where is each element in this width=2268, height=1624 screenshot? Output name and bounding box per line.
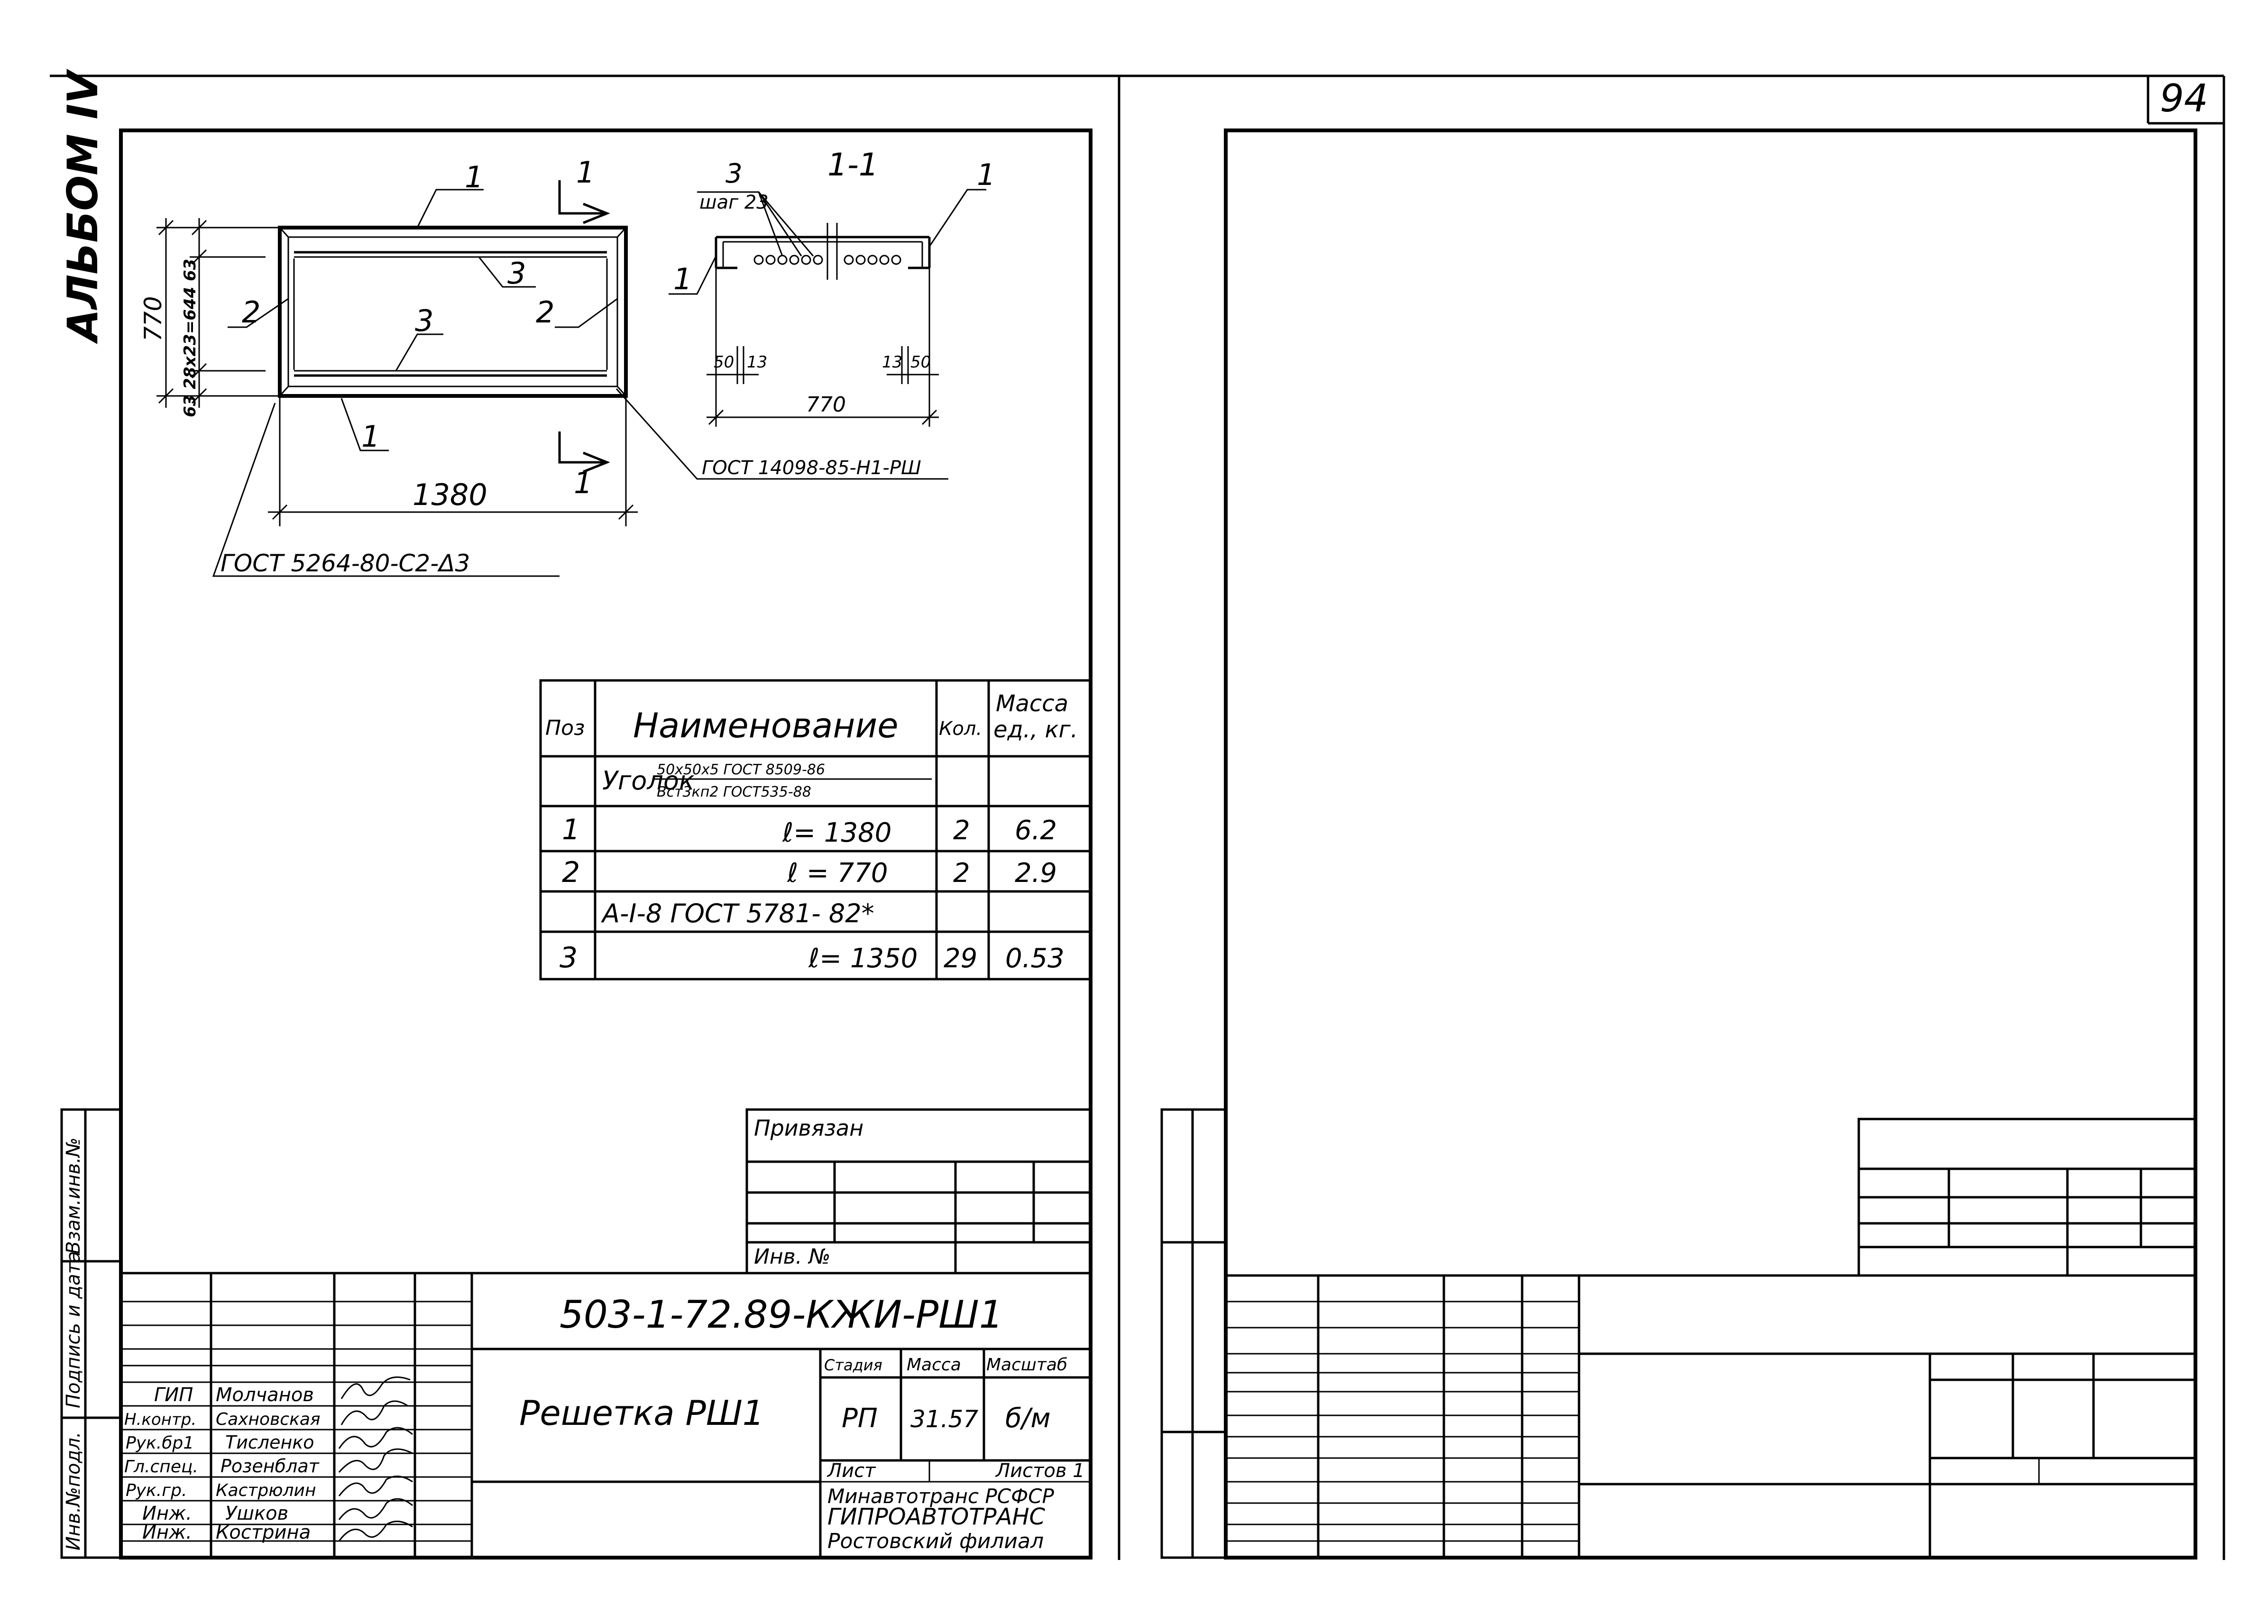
role-3: Гл.спец. — [124, 1457, 198, 1477]
spec-header-qty: Кол. — [939, 718, 982, 740]
plan-dim-height: 770 — [139, 296, 167, 341]
left-frame — [119, 128, 1093, 1560]
name-1: Сахновская — [216, 1410, 321, 1429]
side-stamp-vzam: Взам.инв.№ — [63, 1138, 84, 1254]
plan-pos2-right: 2 — [536, 295, 554, 330]
spec-row1-pos: 1 — [562, 813, 580, 846]
spec-group2-name: А-I-8 ГОСТ 5781- 82* — [601, 899, 874, 928]
spec-header-pos: Поз — [545, 716, 585, 740]
right-frame — [1160, 128, 2197, 1560]
spec-row2-qty: 2 — [953, 858, 970, 889]
section-title: 1-1 — [827, 147, 879, 183]
signature-2 — [340, 1400, 408, 1425]
spec-header-mass: Масса — [996, 690, 1068, 717]
signature-6 — [338, 1498, 413, 1520]
plan-pos1-bottom: 1 — [361, 419, 380, 454]
signature-3 — [338, 1427, 413, 1449]
signature-4 — [338, 1448, 413, 1473]
spec-group1-num: 50x50x5 ГОСТ 8509-86 — [657, 762, 825, 778]
scale-header: Масштаб — [986, 1355, 1067, 1375]
drawing-title: Решетка РШ1 — [519, 1393, 764, 1433]
section-dim-50-right: 50 — [910, 353, 931, 372]
side-stamp-inv-podl: Инв.№подл. — [63, 1431, 84, 1551]
name-3: Розенблат — [220, 1456, 320, 1477]
title-block — [119, 1272, 1092, 1559]
section-view — [669, 189, 986, 427]
mass-header: Масса — [907, 1355, 961, 1375]
plan-dim-side: 63 28x23=644 63 — [181, 259, 200, 417]
privyazan-label: Привязан — [754, 1115, 863, 1141]
scale-value: б/м — [1005, 1403, 1051, 1434]
spec-row2-name: ℓ = 770 — [787, 858, 888, 889]
name-4: Кастрюлин — [216, 1481, 316, 1500]
role-1: Н.контр. — [124, 1410, 196, 1429]
spec-row3-pos: 3 — [560, 941, 578, 974]
stage-value: РП — [842, 1403, 878, 1434]
spec-row1-qty: 2 — [953, 815, 970, 846]
mass-value: 31.57 — [910, 1405, 978, 1433]
section-dim-50-left: 50 — [714, 353, 734, 372]
spec-table — [539, 679, 1092, 981]
role-4: Рук.гр. — [126, 1481, 187, 1500]
role-2: Рук.бр1 — [126, 1433, 194, 1453]
spec-row1-name: ℓ= 1380 — [782, 817, 891, 848]
plan-dim-width: 1380 — [413, 477, 487, 512]
spec-row2-mass: 2.9 — [1015, 858, 1057, 889]
signature-1 — [340, 1376, 411, 1399]
section-pos3: 3 — [725, 158, 743, 189]
weld-note-left: ГОСТ 5264-80-С2-Δ3 — [220, 550, 470, 577]
section-dim-13-left: 13 — [747, 353, 767, 372]
section-step-note: шаг 23 — [699, 192, 769, 213]
spec-row3-qty: 29 — [944, 943, 977, 974]
section-dim-width: 770 — [806, 393, 846, 417]
name-0: Молчанов — [216, 1384, 314, 1406]
role-6: Инж. — [142, 1522, 192, 1543]
role-0: ГИП — [154, 1384, 193, 1406]
spec-row1-mass: 6.2 — [1015, 815, 1057, 846]
spec-group1-den: Вст3кп2 ГОСТ535-88 — [657, 784, 811, 800]
plan-pos3-bottom: 3 — [415, 303, 433, 338]
weld-note-right: ГОСТ 14098-85-Н1-РШ — [702, 457, 921, 479]
document-code: 503-1-72.89-КЖИ-РШ1 — [560, 1293, 1003, 1337]
spec-header-name: Наименование — [633, 706, 899, 745]
signature-7 — [338, 1521, 413, 1541]
section-dim-13-right: 13 — [882, 353, 902, 372]
side-stamp-podpis: Подпись и дата — [63, 1251, 84, 1408]
plan-pos2-left: 2 — [242, 295, 260, 330]
inv-no-label: Инв. № — [754, 1245, 830, 1269]
sheets-label: Листов 1 — [995, 1460, 1085, 1482]
album-label: АЛЬБОМ IV — [58, 69, 107, 344]
spec-row2-pos: 2 — [562, 856, 580, 889]
sheet-number: 94 — [2160, 76, 2208, 120]
name-5: Ушков — [225, 1503, 288, 1524]
plan-pos1-top: 1 — [465, 160, 483, 194]
signature-5 — [338, 1476, 413, 1496]
org-line3: Ростовский филиал — [827, 1529, 1044, 1553]
plan-pos3-top: 3 — [507, 256, 526, 291]
org-line2: ГИПРОАВТОТРАНС — [827, 1504, 1046, 1530]
section-mark-top: 1 — [576, 155, 595, 190]
section-pos1-left: 1 — [673, 262, 692, 296]
spec-row3-name: ℓ= 1350 — [808, 943, 918, 974]
section-pos1-right: 1 — [977, 157, 995, 192]
org-line1: Минавтотранс РСФСР — [827, 1485, 1055, 1508]
section-mark-bottom: 1 — [574, 466, 592, 500]
name-6: Кострина — [216, 1522, 311, 1543]
stage-header: Стадия — [824, 1356, 882, 1374]
sheet-label: Лист — [826, 1460, 876, 1482]
plan-view — [156, 180, 948, 577]
spec-header-mass-unit: ед., кг. — [993, 716, 1078, 743]
name-2: Тисленко — [225, 1432, 314, 1453]
section-bars — [753, 255, 901, 265]
role-5: Инж. — [142, 1503, 192, 1524]
spec-group1-name: Уголок — [602, 766, 695, 796]
spec-row3-mass: 0.53 — [1005, 943, 1065, 974]
sheet-border — [50, 74, 2225, 1560]
